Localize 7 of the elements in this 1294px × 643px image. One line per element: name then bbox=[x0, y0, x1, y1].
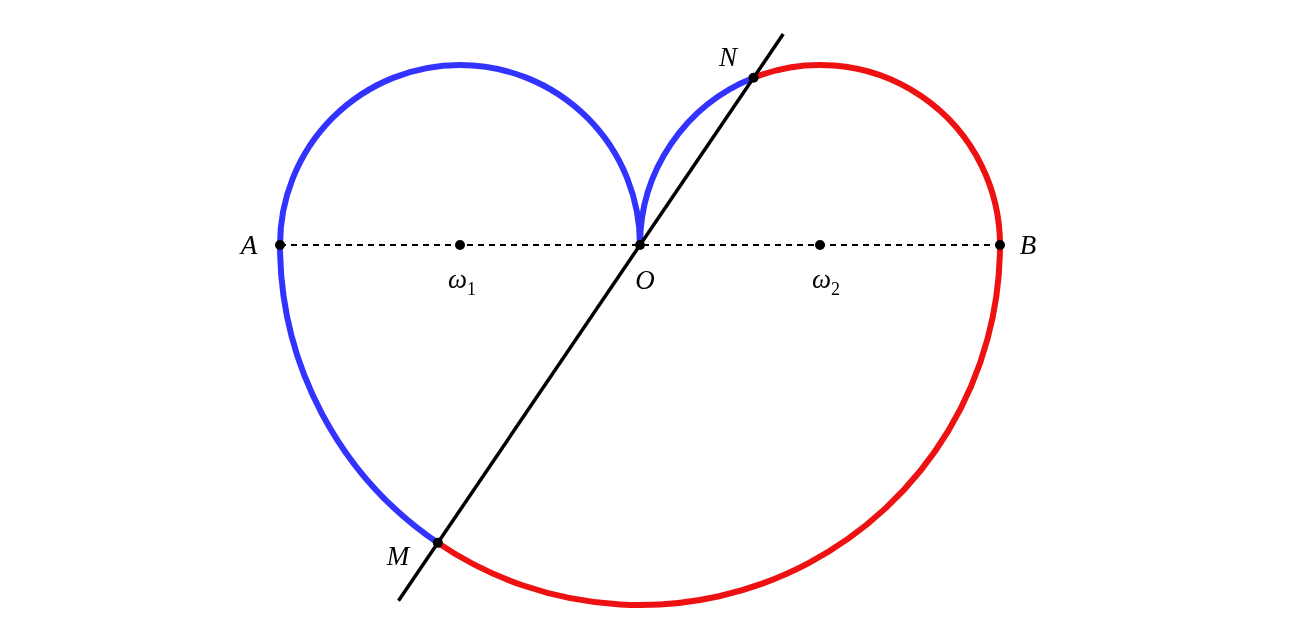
point-label: ω$_{2}$ bbox=[811, 266, 841, 298]
point-label: B bbox=[1019, 231, 1037, 259]
point-label: M bbox=[386, 542, 410, 570]
point-label: O bbox=[635, 266, 655, 294]
point-label: N bbox=[719, 43, 737, 71]
point-label: ω$_{1}$ bbox=[447, 266, 477, 298]
point-label: A bbox=[240, 231, 258, 259]
